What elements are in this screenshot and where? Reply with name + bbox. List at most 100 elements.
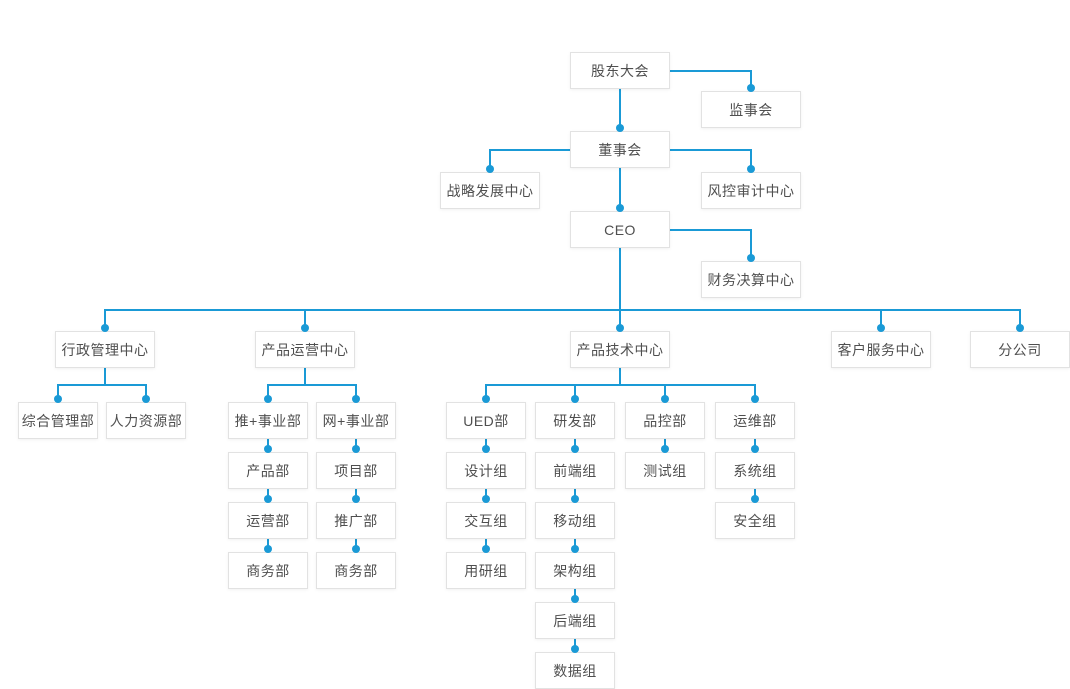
node-label: 客户服务中心 [837,341,925,358]
node-label: 用研组 [464,562,508,579]
connector-line [104,310,106,331]
connector-line [104,309,1021,311]
node-label: 产品技术中心 [576,341,664,358]
node-mobile-group[interactable]: 移动组 [535,502,615,539]
node-label: UED部 [463,412,509,429]
node-operations-dept[interactable]: 运营部 [228,502,308,539]
node-frontend-group[interactable]: 前端组 [535,452,615,489]
connector-line [750,70,752,91]
node-promotion-dept[interactable]: 推广部 [316,502,396,539]
connector-dot [661,395,669,403]
connector-dot [264,495,272,503]
node-backend-group[interactable]: 后端组 [535,602,615,639]
node-label: 网+事业部 [322,412,390,429]
connector-dot [616,204,624,212]
node-label: 人力资源部 [109,412,183,429]
node-user-research-group[interactable]: 用研组 [446,552,526,589]
node-project-dept[interactable]: 项目部 [316,452,396,489]
node-label: 风控审计中心 [707,182,795,199]
connector-dot [486,165,494,173]
node-product-tech-center[interactable]: 产品技术中心 [570,331,670,368]
connector-dot [142,395,150,403]
node-label: 综合管理部 [21,412,95,429]
connector-dot [616,124,624,132]
node-strategy-center[interactable]: 战略发展中心 [440,172,540,209]
node-architecture-group[interactable]: 架构组 [535,552,615,589]
node-label: CEO [604,221,636,238]
node-qc-dept[interactable]: 品控部 [625,402,705,439]
connector-dot [747,165,755,173]
node-label: 财务决算中心 [707,271,795,288]
node-data-group[interactable]: 数据组 [535,652,615,689]
connector-line [670,69,752,72]
node-branch-company[interactable]: 分公司 [970,331,1070,368]
node-label: 后端组 [553,612,597,629]
node-product-dept[interactable]: 产品部 [228,452,308,489]
node-label: 推广部 [334,512,378,529]
node-general-mgmt-dept[interactable]: 综合管理部 [18,402,98,439]
node-board-of-directors[interactable]: 董事会 [570,131,670,168]
connector-dot [482,395,490,403]
node-wang-division[interactable]: 网+事业部 [316,402,396,439]
connector-line [619,168,621,211]
connector-line [304,310,306,331]
connector-dot [616,324,624,332]
node-product-ops-center[interactable]: 产品运营中心 [255,331,355,368]
node-business-dept-tui[interactable]: 商务部 [228,552,308,589]
node-label: 设计组 [464,462,508,479]
node-label: 推+事业部 [234,412,302,429]
connector-dot [264,395,272,403]
connector-line [619,368,621,386]
node-label: 研发部 [553,412,597,429]
node-risk-audit-center[interactable]: 风控审计中心 [701,172,801,209]
node-label: 交互组 [464,512,508,529]
connector-line [750,229,752,261]
node-rd-dept[interactable]: 研发部 [535,402,615,439]
connector-line [267,385,269,402]
node-label: 董事会 [598,141,642,158]
connector-dot [1016,324,1024,332]
node-interaction-group[interactable]: 交互组 [446,502,526,539]
connector-dot [264,545,272,553]
connector-line [1019,310,1021,331]
node-tui-division[interactable]: 推+事业部 [228,402,308,439]
node-customer-service-center[interactable]: 客户服务中心 [831,331,931,368]
connector-dot [571,395,579,403]
node-security-group[interactable]: 安全组 [715,502,795,539]
node-finance-center[interactable]: 财务决算中心 [701,261,801,298]
connector-dot [571,545,579,553]
connector-line [880,310,882,331]
node-ued-dept[interactable]: UED部 [446,402,526,439]
node-shareholders-meeting[interactable]: 股东大会 [570,52,670,89]
node-system-group[interactable]: 系统组 [715,452,795,489]
connector-dot [571,595,579,603]
connector-dot [747,84,755,92]
node-label: 移动组 [553,512,597,529]
connector-dot [101,324,109,332]
connector-line [355,385,357,402]
connector-dot [751,395,759,403]
connector-dot [877,324,885,332]
connector-dot [747,254,755,262]
connector-dot [54,395,62,403]
node-hr-dept[interactable]: 人力资源部 [106,402,186,439]
node-ceo[interactable]: CEO [570,211,670,248]
connector-dot [661,445,669,453]
node-supervisory-board[interactable]: 监事会 [701,91,801,128]
connector-dot [352,445,360,453]
node-admin-center[interactable]: 行政管理中心 [55,331,155,368]
connector-line [489,149,491,172]
connector-line [485,385,487,402]
node-design-group[interactable]: 设计组 [446,452,526,489]
connector-line [489,148,570,151]
connector-line [670,148,752,151]
connector-dot [482,445,490,453]
connector-line [664,385,666,402]
node-label: 安全组 [733,512,777,529]
node-ops-dept[interactable]: 运维部 [715,402,795,439]
node-business-dept-wang[interactable]: 商务部 [316,552,396,589]
connector-dot [751,445,759,453]
node-testing-group[interactable]: 测试组 [625,452,705,489]
node-label: 战略发展中心 [446,182,534,199]
connector-line [304,368,306,386]
